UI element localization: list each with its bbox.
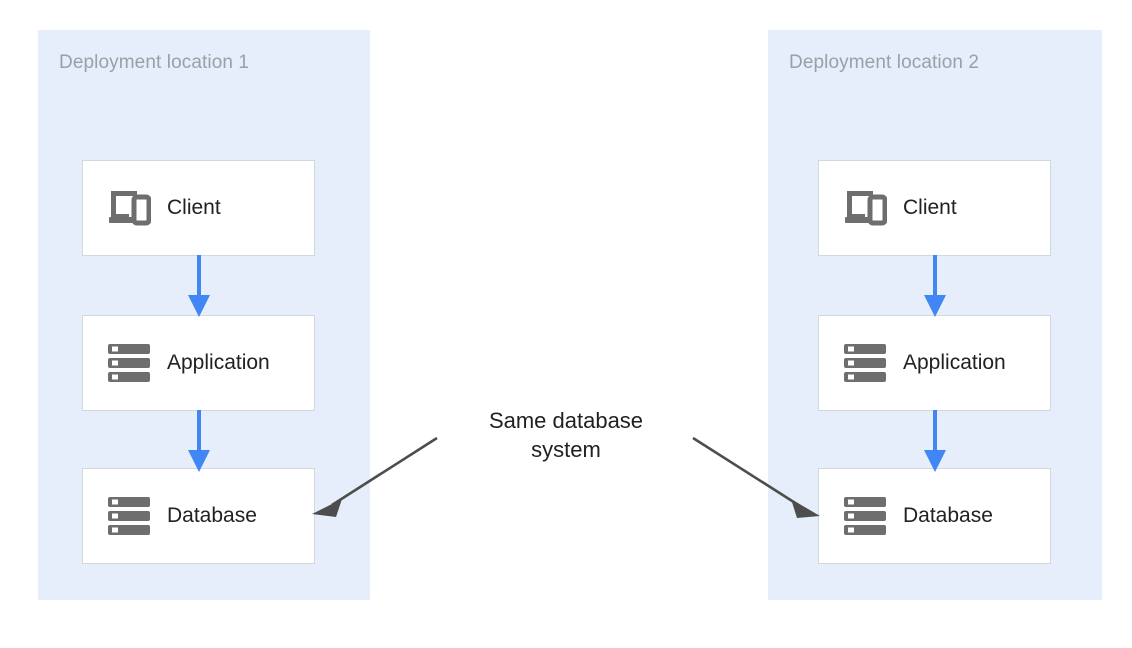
node-label: Database: [167, 504, 257, 527]
node-database-location-1[interactable]: Database: [82, 468, 315, 564]
deployment-location-1-title: Deployment location 1: [59, 52, 250, 73]
node-label: Database: [903, 504, 993, 527]
flow-arrow-application-to-database-location-1: [188, 410, 210, 472]
server-icon: [839, 493, 891, 539]
node-label: Client: [903, 196, 957, 219]
deployment-location-2-title: Deployment location 2: [789, 52, 980, 73]
devices-icon: [839, 185, 891, 231]
server-icon: [103, 340, 155, 386]
flow-arrow-client-to-application-location-1: [188, 255, 210, 317]
node-label: Client: [167, 196, 221, 219]
server-icon: [839, 340, 891, 386]
devices-icon: [103, 185, 155, 231]
annotation-line-1: Same database: [488, 408, 644, 433]
node-client-location-2[interactable]: Client: [818, 160, 1051, 256]
node-database-location-2[interactable]: Database: [818, 468, 1051, 564]
node-application-location-1[interactable]: Application: [82, 315, 315, 411]
server-icon: [103, 493, 155, 539]
flow-arrow-client-to-application-location-2: [924, 255, 946, 317]
node-label: Application: [903, 351, 1006, 374]
node-client-location-1[interactable]: Client: [82, 160, 315, 256]
node-label: Application: [167, 351, 270, 374]
flow-arrow-application-to-database-location-2: [924, 410, 946, 472]
node-application-location-2[interactable]: Application: [818, 315, 1051, 411]
annotation-same-database-system: Same database system: [441, 406, 691, 464]
annotation-line-2: system: [531, 437, 601, 462]
